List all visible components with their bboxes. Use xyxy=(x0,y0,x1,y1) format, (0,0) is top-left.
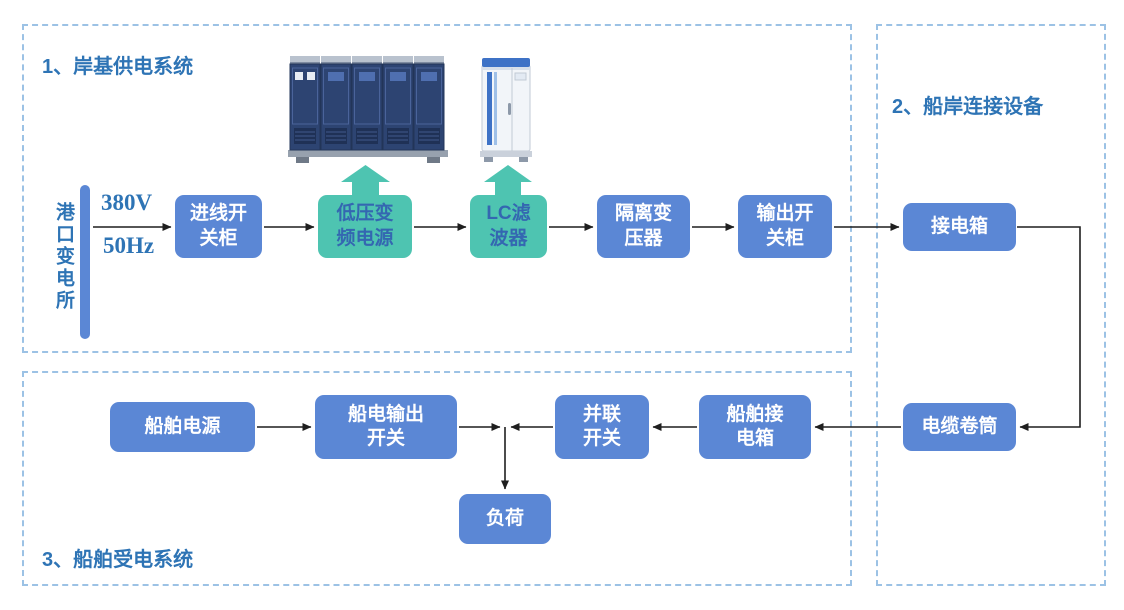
node-label: 电缆卷筒 xyxy=(921,415,998,437)
node-parallel-switch: 并联 开关 xyxy=(555,395,649,459)
node-label: 输出开 关柜 xyxy=(756,203,814,249)
section-ship-receiving-frame xyxy=(22,371,852,586)
node-label: 进线开 关柜 xyxy=(189,203,247,249)
node-label: 船舶电源 xyxy=(144,415,221,437)
node-load: 负荷 xyxy=(459,494,551,544)
section-title-shore-supply: 1、岸基供电系统 xyxy=(42,56,194,78)
node-label: LC滤 波器 xyxy=(486,203,531,249)
node-cable-reel: 电缆卷筒 xyxy=(903,403,1016,451)
node-label: 接电箱 xyxy=(930,215,988,237)
section-title-ship-receiving: 3、船舶受电系统 xyxy=(42,549,194,571)
node-incoming-switchgear: 进线开 关柜 xyxy=(175,195,262,258)
section-ship-shore-connection-frame xyxy=(876,24,1106,586)
section-title-ship-shore-connection: 2、船岸连接设备 xyxy=(892,96,1044,118)
node-label: 船舶接 电箱 xyxy=(726,403,784,449)
node-label: 船电输出 开关 xyxy=(347,403,424,449)
node-label: 隔离变 压器 xyxy=(614,203,672,249)
port-substation-bar xyxy=(80,185,90,339)
voltage-label: 380V xyxy=(101,190,153,215)
frequency-label: 50Hz xyxy=(103,233,155,258)
node-isolation-transformer: 隔离变 压器 xyxy=(597,195,690,258)
node-vfd-power: 低压变 频电源 xyxy=(318,195,412,258)
node-label: 并联 开关 xyxy=(582,403,621,449)
node-output-switchgear: 输出开 关柜 xyxy=(738,195,832,258)
section-shore-supply-frame xyxy=(22,24,852,353)
lc-filter-cabinet-image xyxy=(480,58,532,162)
node-ship-output-switch: 船电输出 开关 xyxy=(315,395,457,459)
node-label: 低压变 频电源 xyxy=(336,203,394,249)
node-label: 负荷 xyxy=(485,507,524,529)
node-ship-power: 船舶电源 xyxy=(110,402,255,452)
node-lc-filter: LC滤 波器 xyxy=(470,195,547,258)
vfd-cabinet-image xyxy=(288,56,448,163)
port-substation-label: 港口变电所 xyxy=(53,202,74,312)
node-ship-connection-box: 船舶接 电箱 xyxy=(699,395,811,459)
node-shore-connection-box: 接电箱 xyxy=(903,203,1016,251)
